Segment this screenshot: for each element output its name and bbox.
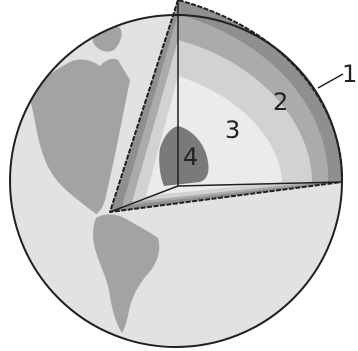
label-mantle: 2 xyxy=(273,88,288,116)
label-crust: 1 xyxy=(342,60,357,88)
label-outer-core: 3 xyxy=(225,116,240,144)
label-inner-core: 4 xyxy=(183,143,198,171)
crust-leader-line xyxy=(318,74,343,88)
